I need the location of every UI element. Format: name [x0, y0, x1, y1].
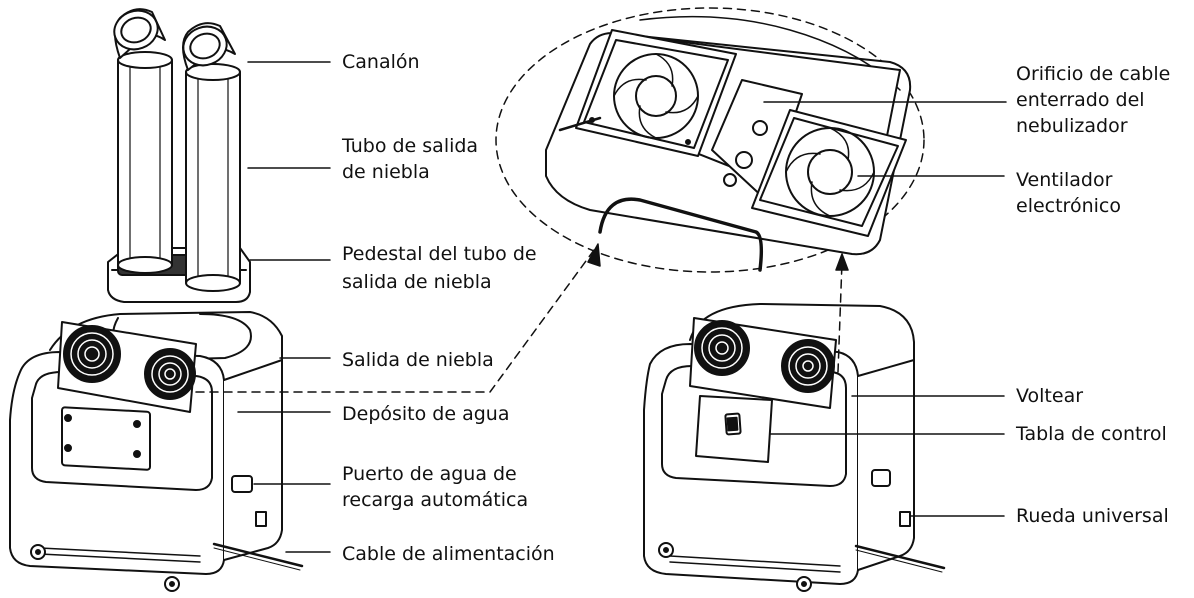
label-fan-line2: electrónico — [1016, 195, 1121, 217]
left-wheel-front-right — [164, 576, 180, 592]
label-cable-hole-line1: Orificio de cable — [1016, 63, 1171, 85]
label-cable-hole-line3: nebulizador — [1016, 115, 1128, 137]
right-wheel-front-right — [796, 576, 812, 592]
label-cable-hole-line2: enterrado del — [1016, 89, 1145, 111]
label-pedestal-line2: salida de niebla — [342, 271, 492, 293]
label-universal-wheel: Rueda universal — [1016, 505, 1169, 527]
left-wheel-front-left — [30, 544, 46, 560]
right-wheel-front-left — [658, 542, 674, 558]
label-power-cable: Cable de alimentación — [342, 543, 555, 565]
label-flip: Voltear — [1016, 385, 1084, 407]
label-mist-outlet: Salida de niebla — [342, 349, 494, 371]
leader-lines — [237, 61, 1007, 553]
arrow-right-dashed — [837, 261, 843, 373]
right-fan-grille-2 — [781, 339, 835, 393]
zoom-fan-left — [575, 29, 737, 157]
left-control-panel — [61, 406, 151, 471]
zoom-detail — [495, 7, 925, 273]
label-mist-tube-line1: Tubo de salida — [342, 135, 479, 157]
right-fan-grille-1 — [694, 320, 750, 376]
label-gutter: Canalón — [342, 51, 420, 73]
label-control-board: Tabla de control — [1016, 423, 1167, 445]
power-cable — [212, 542, 304, 568]
zoom-fan-right — [751, 109, 907, 237]
label-mist-tube-line2: de niebla — [342, 161, 430, 183]
universal-wheel — [899, 511, 911, 527]
arrow-left-dashed — [195, 249, 595, 393]
zoom-circle — [495, 7, 925, 273]
mist-tube-assembly — [107, 8, 251, 303]
mist-tube-left — [113, 8, 173, 274]
label-refill-port-line2: recarga automática — [342, 489, 529, 511]
humidifier-left — [9, 311, 304, 592]
label-fan-line1: Ventilador — [1016, 169, 1113, 191]
mist-tube-right — [182, 22, 241, 292]
label-pedestal-line1: Pedestal del tubo de — [342, 243, 537, 265]
refill-port — [231, 475, 253, 493]
label-refill-port-line1: Puerto de agua de — [342, 463, 517, 485]
left-fan-grille-2 — [144, 348, 196, 400]
left-fan-grille-1 — [63, 325, 121, 383]
detail-arrows — [195, 243, 849, 393]
label-water-tank: Depósito de agua — [342, 403, 510, 425]
cable-hole-plug — [752, 120, 768, 136]
humidifier-right — [643, 303, 946, 592]
